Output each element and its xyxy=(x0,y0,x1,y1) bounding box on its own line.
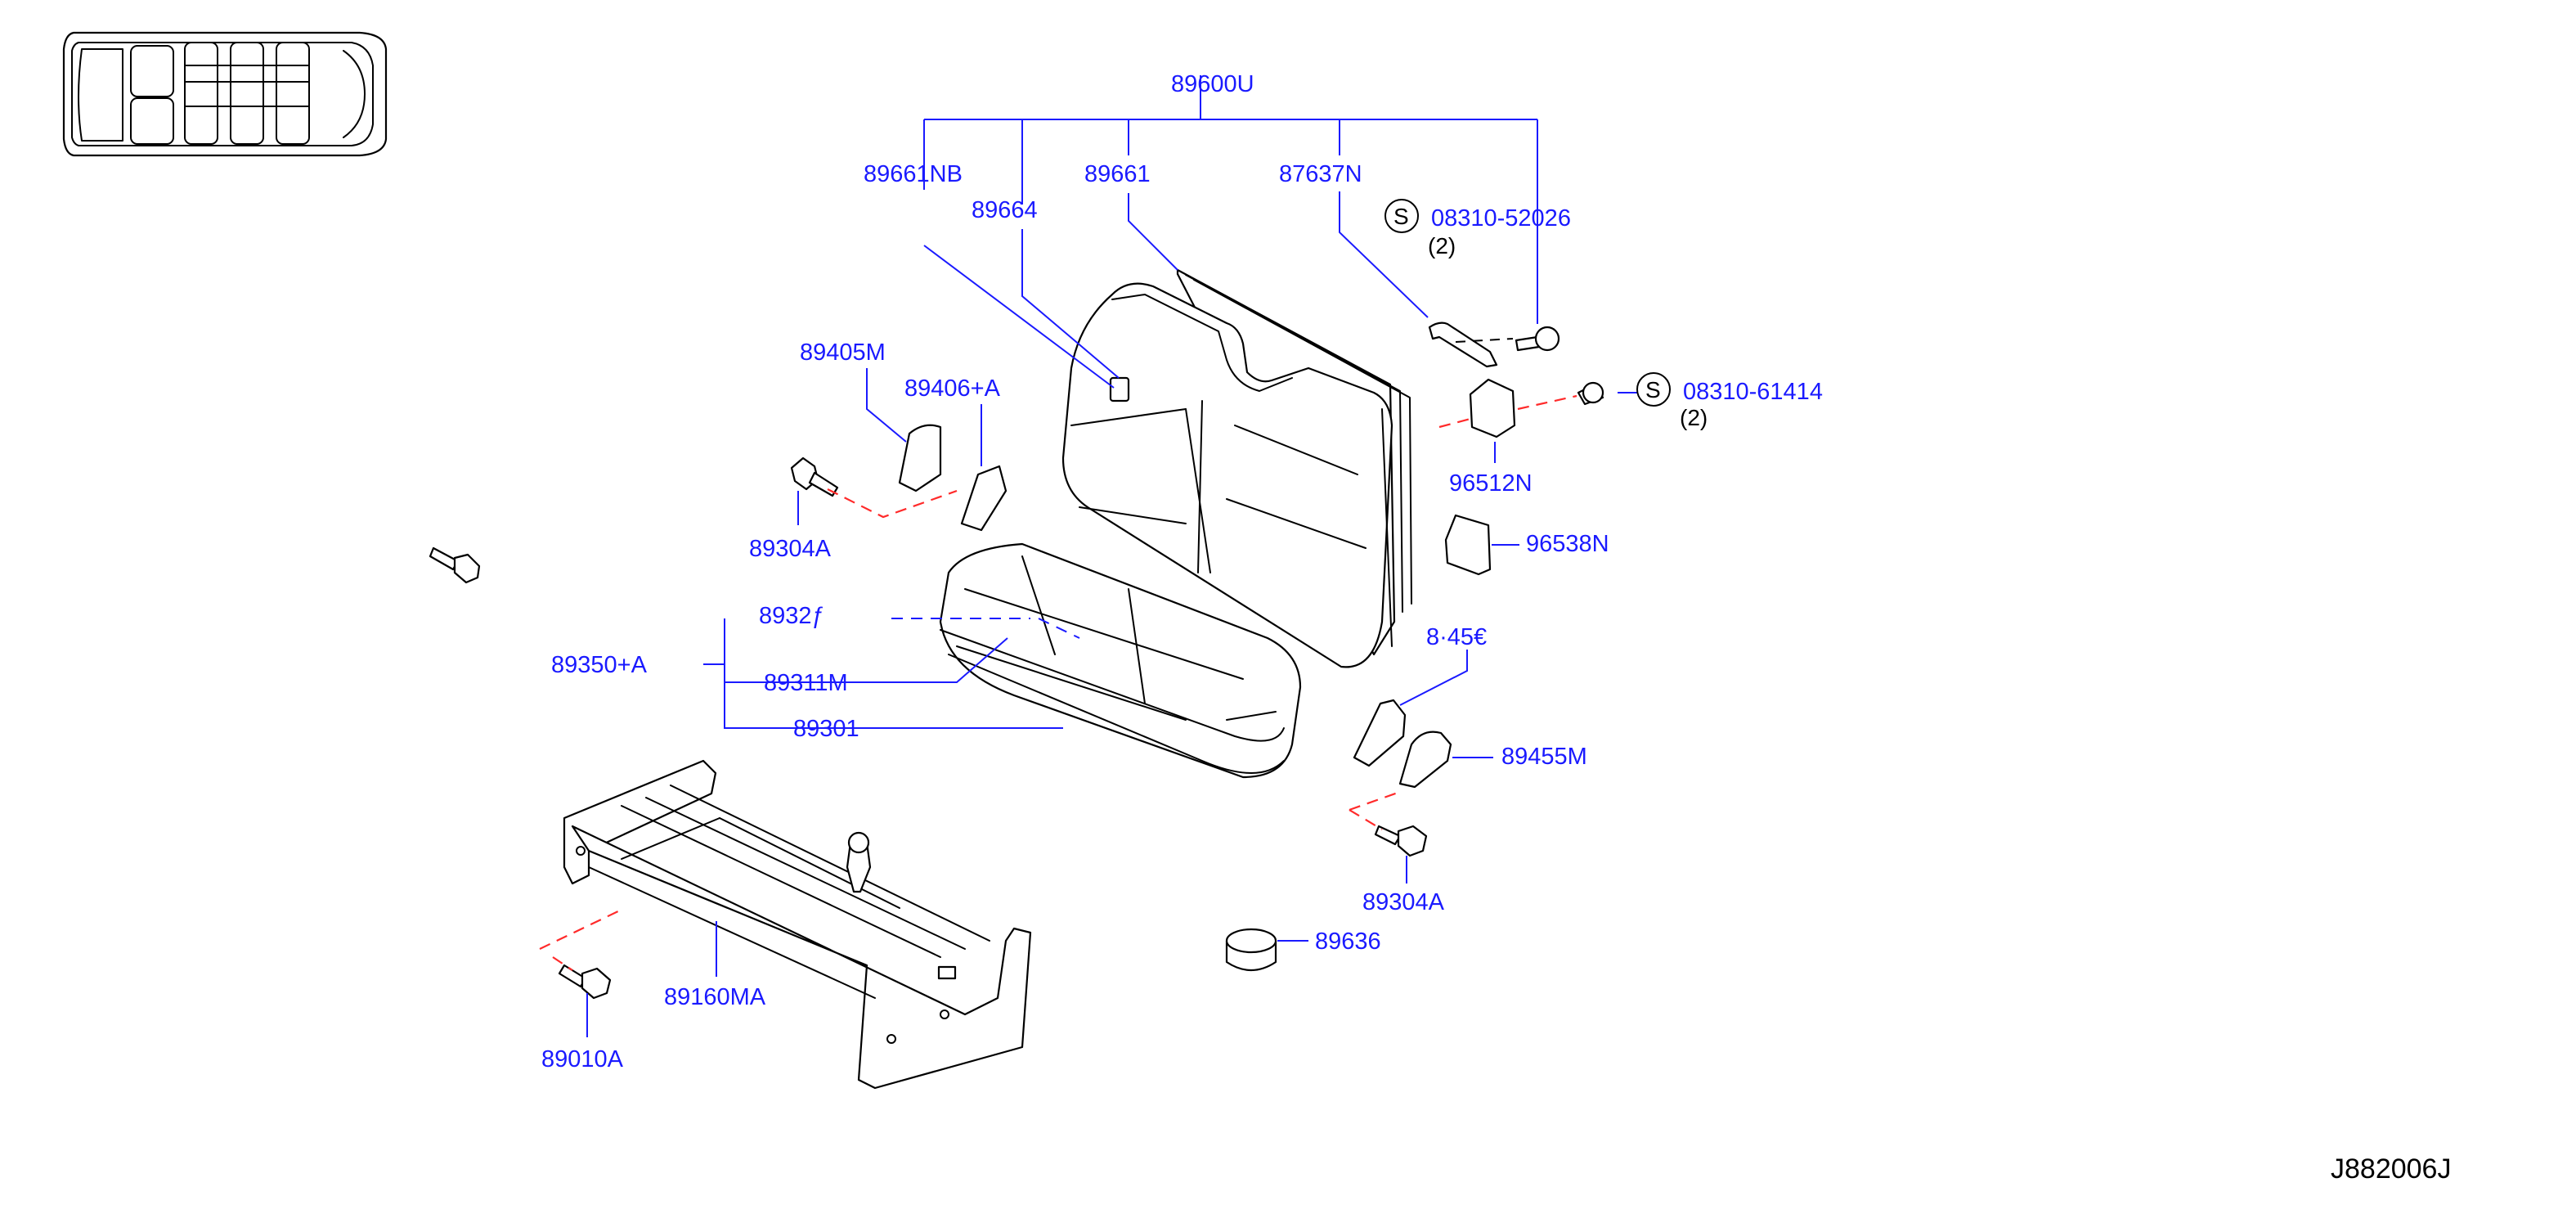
label-89661nb: 89661NB xyxy=(864,161,963,187)
callout-lines xyxy=(586,75,1649,1037)
label-89664: 89664 xyxy=(972,197,1038,223)
label-89304a-top: 89304A xyxy=(749,536,832,562)
screw-08310-52026 xyxy=(1515,326,1560,352)
label-96512n: 96512N xyxy=(1449,470,1533,497)
label-08310-52026: 08310-52026 xyxy=(1431,205,1571,232)
alignment-lines xyxy=(539,338,1577,971)
label-89304a-bottom: 89304A xyxy=(1362,889,1445,915)
label-89301: 89301 xyxy=(793,716,859,742)
label-89010a: 89010A xyxy=(541,1046,624,1072)
seat-cushion xyxy=(939,542,1302,779)
screw-08310-61414 xyxy=(1577,381,1604,406)
seat-back xyxy=(1061,268,1412,668)
hinge-right xyxy=(1353,699,1407,767)
cap-89636 xyxy=(1225,928,1277,971)
label-89320-partial: 8932ƒ xyxy=(759,603,825,629)
bolt-89304a-bottom xyxy=(1374,825,1428,857)
trim-cover-89455m xyxy=(1398,731,1452,789)
label-89456-partial: 8·45€ xyxy=(1426,624,1487,650)
label-89661: 89661 xyxy=(1084,161,1151,187)
vehicle-locator-icon xyxy=(62,31,388,157)
part-labels: 89600U 89661NB 89664 89661 87637N S 0831… xyxy=(541,71,1823,1072)
diagram-code: J882006J xyxy=(2331,1153,2451,1185)
qty-08310-61414: (2) xyxy=(1680,405,1708,430)
trim-cover-89405m xyxy=(898,424,942,492)
label-87637n: 87637N xyxy=(1279,161,1362,187)
label-89455m: 89455M xyxy=(1501,744,1587,770)
seat-frame xyxy=(563,759,1032,1090)
label-96538n: 96538N xyxy=(1526,531,1609,557)
label-89160ma: 89160MA xyxy=(664,984,766,1010)
label-89406a: 89406+A xyxy=(904,375,1001,402)
screw-marker-s1: S xyxy=(1393,204,1409,229)
screw-marker-icon xyxy=(1636,372,1671,407)
screw-marker-s2: S xyxy=(1645,377,1661,402)
label-08310-61414: 08310-61414 xyxy=(1683,379,1823,405)
label-89405m: 89405M xyxy=(800,339,886,366)
bolt-far-left xyxy=(429,546,481,584)
plate-96538n xyxy=(1444,514,1492,576)
label-89600u: 89600U xyxy=(1171,71,1254,97)
qty-08310-52026: (2) xyxy=(1428,233,1456,259)
bolt-89010a xyxy=(558,964,612,1000)
strap-87637n xyxy=(1428,321,1498,368)
hinge-89406a xyxy=(960,465,1008,532)
label-89350a: 89350+A xyxy=(551,652,648,678)
screw-marker-icon xyxy=(1384,199,1419,233)
label-89636: 89636 xyxy=(1315,928,1381,955)
bracket-96512n xyxy=(1469,378,1516,438)
label-89311m: 89311M xyxy=(764,670,848,696)
